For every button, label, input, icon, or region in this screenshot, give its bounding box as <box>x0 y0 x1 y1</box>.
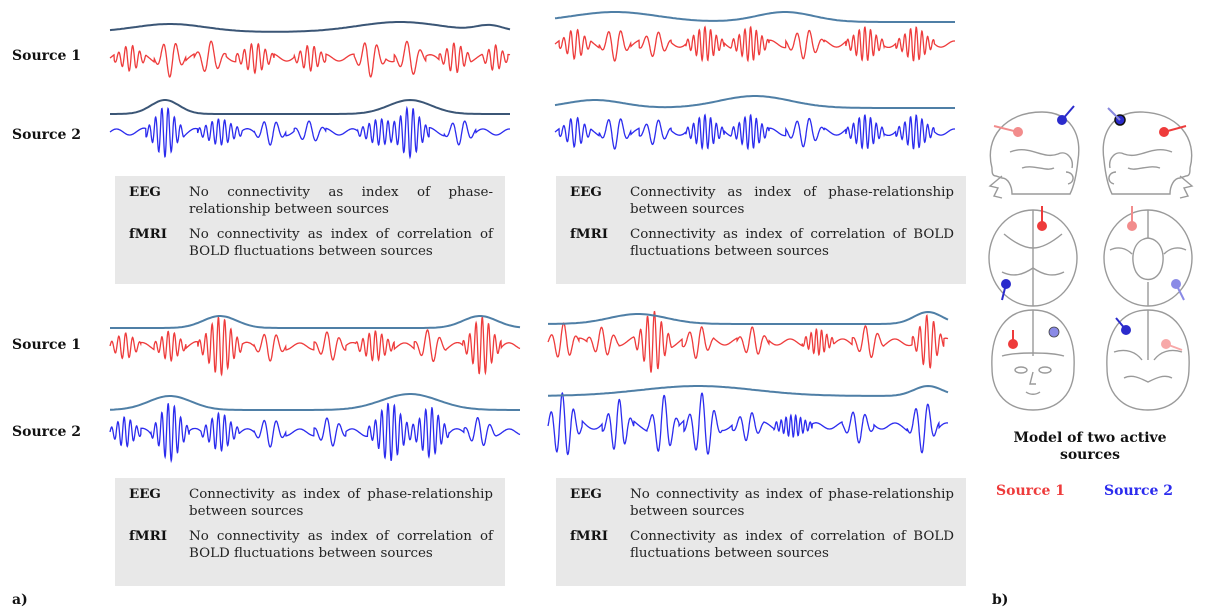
panel-c-fmri-label: fMRI <box>129 528 167 544</box>
source1-label-top: Source 1 <box>12 48 82 64</box>
panel-b-fmri-label: fMRI <box>570 226 608 242</box>
panel-c-fmri-row: fMRI No connectivity as index of correla… <box>129 528 493 562</box>
panel-c-textbox: EEG Connectivity as index of phase-relat… <box>115 478 505 586</box>
head-bottom-view <box>1103 209 1193 307</box>
panel-d-fmri-label: fMRI <box>570 528 608 544</box>
panel-c-eeg-label: EEG <box>129 486 161 502</box>
legend-source1: Source 1 <box>996 483 1066 499</box>
panel-b-textbox: EEG Connectivity as index of phase-relat… <box>556 176 966 284</box>
panel-d-source1-waveform <box>547 310 949 373</box>
panel-b-source1-waveform <box>554 11 955 63</box>
panel-a-eeg-row: EEG No connectivity as index of phase-re… <box>129 184 493 218</box>
label-b: b) <box>992 592 1009 608</box>
panel-b-eeg-label: EEG <box>570 184 602 200</box>
panel-a-source2-waveform <box>109 98 510 160</box>
panel-d-eeg-label: EEG <box>570 486 602 502</box>
source2-label-top: Source 2 <box>12 127 82 143</box>
panel-c-source2-waveform <box>109 393 521 464</box>
head-front-view <box>991 309 1075 411</box>
head-back-view <box>1106 309 1190 411</box>
label-a: a) <box>12 592 28 608</box>
panel-d-eeg-text: No connectivity as index of phase-relati… <box>630 487 954 519</box>
head-left-lateral-view <box>988 111 1080 199</box>
panel-c-fmri-text: No connectivity as index of correlation … <box>189 529 493 561</box>
panel-b-fmri-row: fMRI Connectivity as index of correlatio… <box>570 226 954 260</box>
panel-d-fmri-row: fMRI Connectivity as index of correlatio… <box>570 528 954 562</box>
panel-a-textbox: EEG No connectivity as index of phase-re… <box>115 176 505 284</box>
panel-a-fmri-text: No connectivity as index of correlation … <box>189 227 493 259</box>
panel-b-fmri-text: Connectivity as index of correlation of … <box>630 227 954 259</box>
panel-c-eeg-text: Connectivity as index of phase-relations… <box>189 487 493 519</box>
panel-d-eeg-row: EEG No connectivity as index of phase-re… <box>570 486 954 520</box>
panel-b-eeg-text: Connectivity as index of phase-relations… <box>630 185 954 217</box>
source2-marker-front <box>1048 326 1060 338</box>
source2-label-bottom: Source 2 <box>12 424 82 440</box>
panel-b-source2-waveform <box>554 95 955 151</box>
source-markers <box>993 105 1187 351</box>
head-top-view <box>988 209 1078 307</box>
legend-source2: Source 2 <box>1104 483 1174 499</box>
panel-a-eeg-label: EEG <box>129 184 161 200</box>
head-model-grid <box>988 105 1194 411</box>
panel-a-fmri-row: fMRI No connectivity as index of correla… <box>129 226 493 260</box>
panel-c-eeg-row: EEG Connectivity as index of phase-relat… <box>129 486 493 520</box>
panel-a-source1-waveform <box>109 21 511 78</box>
model-title: Model of two active sources <box>1013 430 1167 463</box>
panel-d-source2-waveform <box>547 384 949 456</box>
panel-a-fmri-label: fMRI <box>129 226 167 242</box>
panel-b-eeg-row: EEG Connectivity as index of phase-relat… <box>570 184 954 218</box>
panel-d-textbox: EEG No connectivity as index of phase-re… <box>556 478 966 586</box>
source1-label-bottom: Source 1 <box>12 337 82 353</box>
panel-c-source1-waveform <box>109 314 521 377</box>
head-right-lateral-view <box>1102 111 1194 199</box>
panel-a-eeg-text: No connectivity as index of phase-relati… <box>189 185 493 217</box>
panel-d-fmri-text: Connectivity as index of correlation of … <box>630 529 954 561</box>
